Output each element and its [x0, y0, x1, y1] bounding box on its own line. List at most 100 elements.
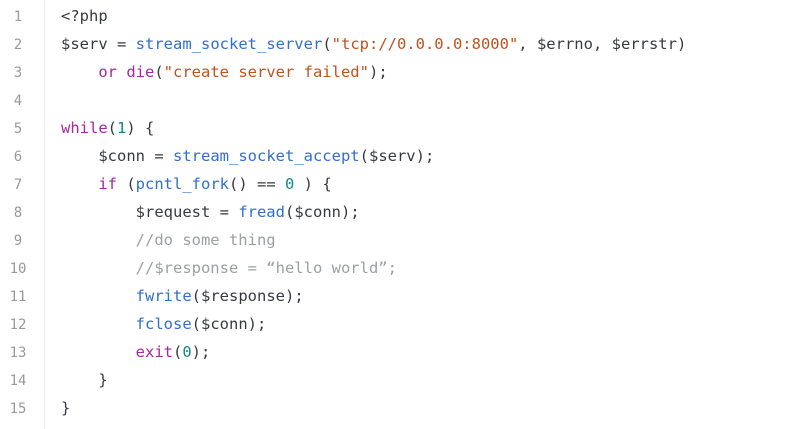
line-number: 10 [9, 261, 27, 277]
code-text: while(1) { [61, 114, 154, 142]
code-token: <?php [61, 7, 108, 25]
line-number: 12 [9, 317, 27, 333]
code-token: ( [284, 203, 295, 221]
code-token: fwrite [135, 287, 192, 305]
code-text: $serv = stream_socket_server("tcp://0.0.… [61, 30, 686, 58]
code-token: () == [229, 175, 285, 193]
code-token: exit [135, 343, 173, 361]
code-token: fclose [135, 315, 192, 333]
line-number: 3 [13, 65, 23, 81]
code-text: $request = fread($conn); [61, 198, 360, 226]
indent [61, 315, 136, 333]
code-line[interactable]: 1<?php [0, 2, 800, 30]
code-text: //$response = “hello world”; [61, 254, 397, 282]
code-text: exit(0); [61, 338, 211, 366]
code-token: $conn [294, 203, 341, 221]
line-number: 13 [9, 345, 27, 361]
code-text: $conn = stream_socket_accept($serv); [61, 142, 434, 170]
code-token: ) { [126, 119, 155, 137]
code-token: 0 [285, 175, 295, 193]
line-number: 5 [13, 121, 23, 137]
code-token: ( [359, 147, 369, 165]
code-token: "create server failed" [163, 63, 369, 81]
code-token: 0 [182, 343, 192, 361]
code-token: ) [676, 35, 687, 53]
code-line[interactable]: 6 $conn = stream_socket_accept($serv); [0, 142, 800, 170]
code-text: <?php [61, 2, 108, 30]
code-token: ( [117, 175, 136, 193]
code-token: 1 [117, 119, 127, 137]
code-line[interactable]: 14 } [0, 366, 800, 394]
code-token: "tcp://0.0.0.0:8000" [331, 35, 519, 53]
line-number: 8 [13, 205, 23, 221]
indent [61, 259, 136, 277]
code-text: } [61, 366, 108, 394]
code-line[interactable]: 12 fclose($conn); [0, 310, 800, 338]
code-token: = [107, 35, 136, 53]
indent [61, 343, 136, 361]
line-number: 6 [13, 149, 23, 165]
indent [61, 147, 98, 165]
code-token: $response [201, 287, 285, 305]
code-line[interactable]: 2$serv = stream_socket_server("tcp://0.0… [0, 30, 800, 58]
code-token: die [126, 63, 155, 81]
line-number: 14 [9, 373, 27, 389]
gutter-divider [44, 0, 45, 429]
code-line[interactable]: 8 $request = fread($conn); [0, 198, 800, 226]
code-token: stream_socket_server [135, 35, 323, 53]
code-token: //$response = “hello world”; [135, 259, 397, 277]
code-token: } [98, 371, 108, 389]
line-number: 15 [9, 401, 27, 417]
code-token: , [592, 35, 612, 53]
code-token: pcntl_fork [135, 175, 229, 193]
code-text: or die("create server failed"); [61, 58, 388, 86]
code-token: ( [107, 119, 118, 137]
code-token: ( [154, 63, 164, 81]
code-token: } [61, 399, 71, 417]
code-line[interactable]: 10 //$response = “hello world”; [0, 254, 800, 282]
code-line[interactable]: 4 [0, 86, 800, 114]
code-text: fwrite($response); [61, 282, 304, 310]
code-token: ); [247, 315, 267, 333]
code-token: , [518, 35, 537, 53]
indent [61, 371, 98, 389]
code-token: ); [285, 287, 304, 305]
code-line[interactable]: 13 exit(0); [0, 338, 800, 366]
code-text: } [61, 394, 70, 422]
code-token: ( [172, 343, 183, 361]
code-token: = [210, 203, 239, 221]
line-number: 4 [13, 93, 23, 109]
code-token: ); [341, 203, 360, 221]
code-token: fread [238, 203, 285, 221]
code-token: $conn [201, 315, 248, 333]
code-token: //do some thing [135, 231, 276, 249]
code-token: ); [368, 63, 388, 81]
code-text: //do some thing [61, 226, 276, 254]
code-text: fclose($conn); [61, 310, 267, 338]
indent [61, 63, 98, 81]
line-number: 11 [9, 289, 27, 305]
code-token: or [98, 63, 127, 81]
code-line[interactable]: 9 //do some thing [0, 226, 800, 254]
line-number: 7 [13, 177, 23, 193]
code-line[interactable]: 7 if (pcntl_fork() == 0 ) { [0, 170, 800, 198]
indent [61, 203, 136, 221]
code-token: ( [322, 35, 332, 53]
code-token: while [61, 119, 108, 137]
code-token: $serv [368, 147, 416, 165]
code-token: ); [191, 343, 211, 361]
code-line[interactable]: 5 while(1) { [0, 114, 800, 142]
code-token: ) { [294, 175, 332, 193]
indent [61, 287, 136, 305]
line-number: 9 [13, 233, 23, 249]
code-text: if (pcntl_fork() == 0 ) { [61, 170, 332, 198]
code-token: $serv [61, 35, 108, 53]
code-token: $conn [98, 147, 145, 165]
indent [61, 175, 98, 193]
code-line[interactable]: 15} [0, 394, 800, 422]
code-token: $errstr [611, 35, 677, 53]
code-line[interactable]: 3 or die("create server failed"); [0, 58, 800, 86]
code-line[interactable]: 11 fwrite($response); [0, 282, 800, 310]
code-token: = [145, 147, 173, 165]
